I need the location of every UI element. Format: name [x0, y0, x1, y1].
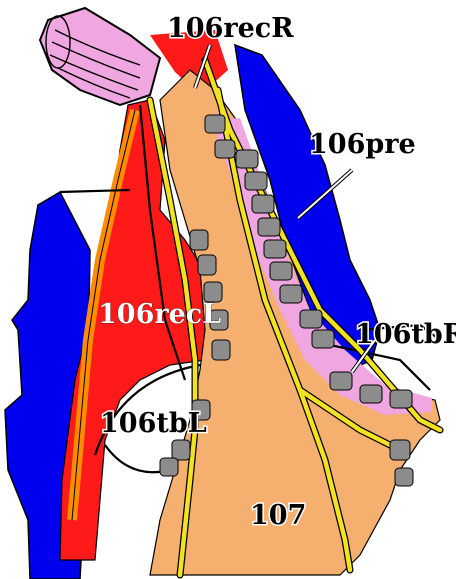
lymph-node	[270, 262, 292, 280]
label-106pre: 106pre	[309, 129, 416, 160]
lymph-node	[390, 440, 410, 460]
label-106tbR: 106tbR	[355, 319, 456, 350]
lymph-node	[252, 195, 274, 213]
lymph-node	[390, 390, 412, 408]
lymph-node	[264, 240, 286, 258]
lymph-node	[360, 385, 382, 403]
lymph-node	[190, 230, 208, 250]
lymph-node	[258, 218, 280, 236]
lymph-node	[215, 140, 235, 158]
lymph-node	[395, 468, 413, 486]
lymph-node	[198, 255, 216, 275]
lymph-node	[212, 340, 230, 360]
lymph-node	[300, 310, 322, 328]
lymph-node	[280, 285, 302, 303]
lymph-node	[330, 372, 352, 390]
label-107: 107	[250, 500, 306, 531]
trachea-top-ring	[40, 8, 160, 105]
label-106tbL: 106tbL	[100, 408, 207, 439]
label-106recR: 106recR	[167, 13, 294, 44]
lymph-node	[312, 330, 334, 348]
lymph-node	[172, 440, 190, 460]
lymph-node	[160, 458, 178, 476]
label-106recL: 106recL	[98, 299, 221, 330]
lymph-node	[245, 172, 267, 190]
lymph-node	[205, 115, 225, 133]
lymph-node	[236, 150, 258, 168]
